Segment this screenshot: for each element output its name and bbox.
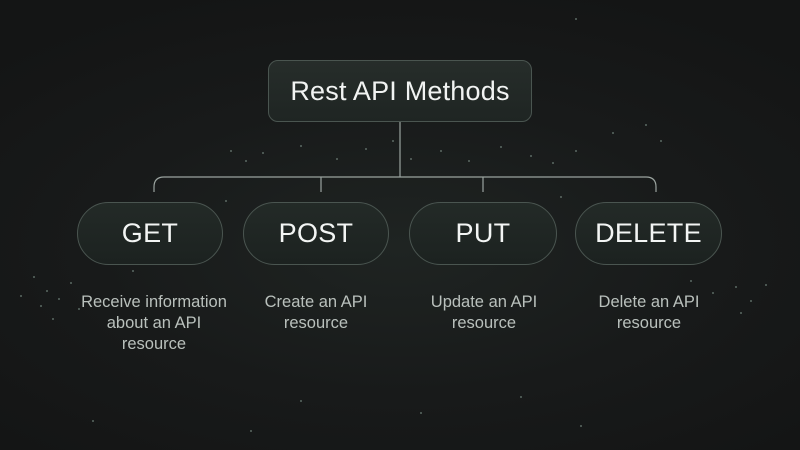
post-description: Create an API resource: [264, 293, 368, 332]
get-description: Receive information about an API resourc…: [81, 293, 227, 353]
method-delete-label: DELETE: [595, 218, 702, 248]
method-node-put: PUT: [409, 202, 557, 265]
root-node-rest-api-methods: Rest API Methods: [268, 60, 532, 122]
method-node-post: POST: [243, 202, 389, 265]
delete-description: Delete an API resource: [598, 293, 700, 332]
root-node-label: Rest API Methods: [290, 75, 510, 106]
put-description: Update an API resource: [430, 293, 538, 332]
branch-bar-line: [153, 176, 657, 192]
method-node-get: GET: [77, 202, 223, 265]
method-node-delete: DELETE: [575, 202, 722, 265]
method-put-label: PUT: [455, 218, 511, 248]
method-post-label: POST: [278, 218, 354, 248]
method-get-label: GET: [121, 218, 179, 248]
